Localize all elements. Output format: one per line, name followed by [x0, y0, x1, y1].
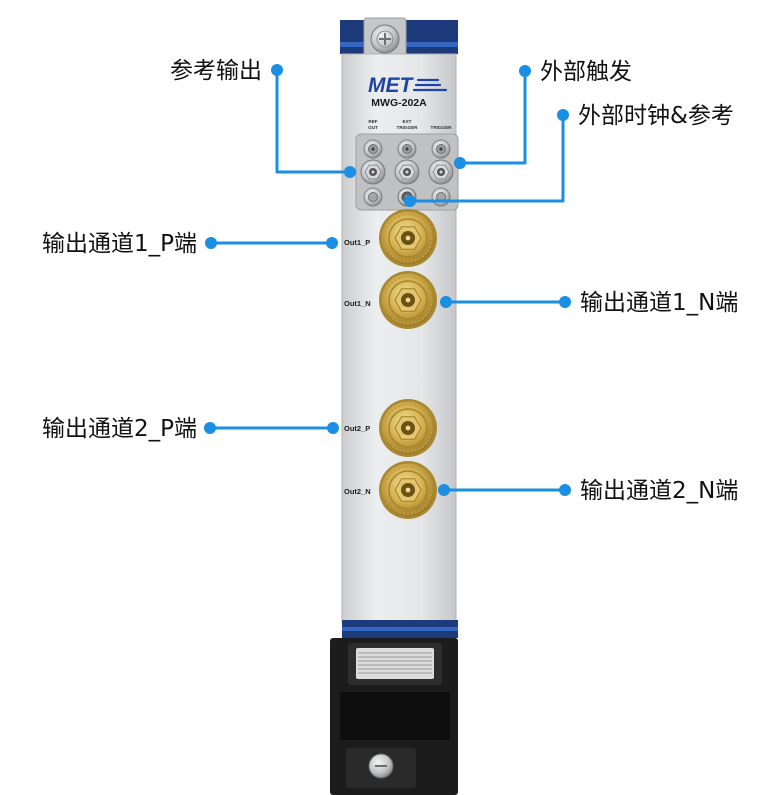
connector-pin [405, 297, 411, 303]
port-label-ref-out: REF [368, 119, 377, 124]
small-connector [431, 187, 451, 207]
callout-label-out1-n: 输出通道1_N端 [580, 290, 738, 316]
callout-dot [519, 65, 531, 77]
port-label-ext-trigger: TRIGGER [397, 125, 419, 130]
panel-bottom-stripe [342, 627, 458, 631]
brand-logo: MET [368, 74, 415, 97]
connector-pin [405, 487, 411, 493]
callout-dot [454, 157, 466, 169]
connector-ring [388, 408, 428, 448]
callout-dot [327, 422, 339, 434]
connector-label-out2-p: Out2_P [344, 424, 370, 433]
connector-ring [388, 470, 428, 510]
connector-pin [405, 235, 411, 241]
screw-ring [376, 30, 394, 48]
connector-knurl [383, 275, 433, 325]
connector-label-out2-n: Out2_N [344, 487, 371, 496]
callout-dot [557, 109, 569, 121]
callout-label-ext-clock-ref: 外部时钟&参考 [578, 103, 734, 129]
callout-dot [559, 484, 571, 496]
connector-label-out1-n: Out1_N [344, 299, 371, 308]
latch-grip [356, 648, 434, 679]
top-screw-icon [370, 24, 400, 54]
connector-pin [371, 147, 375, 151]
logo-lines-icon [412, 78, 448, 92]
callout-dot [438, 484, 450, 496]
small-connector [363, 139, 383, 159]
callout-line-ext-trigger [458, 69, 527, 165]
callouts: 参考输出 外部触发 外部时钟&参考 输出通道1_P端 输出通道1_N端 输出通道… [42, 58, 738, 504]
callout-label-ref-out: 参考输出 [170, 58, 262, 84]
port-label-ext-trigger: EXT [403, 119, 412, 124]
module-front-panel: MET MWG-202A REF OUT EXT TRIGGER TRIGGER [330, 17, 459, 795]
connector-pin [371, 170, 375, 174]
port-label-ref-out: OUT [368, 125, 378, 130]
model-number: MWG-202A [371, 97, 427, 109]
sma-connector-out1-n [379, 271, 437, 329]
callout-label-out2-n: 输出通道2_N端 [580, 478, 738, 504]
connector-pin [405, 425, 411, 431]
callout-dot [204, 422, 216, 434]
handle-recess [340, 692, 450, 740]
connector-ring [388, 218, 428, 258]
callout-dot [205, 237, 217, 249]
connector-pin [405, 170, 409, 174]
connector-knurl [383, 213, 433, 263]
bottom-screw-icon [368, 753, 394, 779]
sma-connector-ref-out [360, 159, 386, 185]
callout-line-ref-out [275, 68, 352, 174]
small-connector [431, 139, 451, 159]
callout-dot [440, 296, 452, 308]
connector-pin [439, 147, 443, 151]
sma-connector-out2-p [379, 399, 437, 457]
sma-connector-out1-p [379, 209, 437, 267]
port-label-trigger: TRIGGER [431, 125, 453, 130]
connector-socket [368, 192, 378, 202]
callout-label-ext-trigger: 外部触发 [540, 59, 632, 85]
callout-dot [404, 195, 416, 207]
callout-label-out1-p: 输出通道1_P端 [42, 231, 197, 257]
callout-line-ext-clock-ref [408, 113, 565, 203]
callout-dot [559, 296, 571, 308]
connector-knurl [383, 465, 433, 515]
connector-ring [388, 280, 428, 320]
connector-pin [439, 170, 443, 174]
callout-dot [271, 64, 283, 76]
callout-label-out2-p: 输出通道2_P端 [42, 416, 197, 442]
callout-dot [344, 166, 356, 178]
connector-knurl [383, 403, 433, 453]
small-connector [397, 139, 417, 159]
sma-connector-out2-n [379, 461, 437, 519]
small-connector [363, 187, 383, 207]
latch-ribs [358, 652, 432, 674]
callout-dot [326, 237, 338, 249]
ejector-handle [330, 638, 458, 795]
connector-label-out1-p: Out1_P [344, 238, 370, 247]
sma-connector-ext-trigger [394, 159, 420, 185]
sma-connector-trigger [428, 159, 454, 185]
connector-pin [405, 147, 409, 151]
